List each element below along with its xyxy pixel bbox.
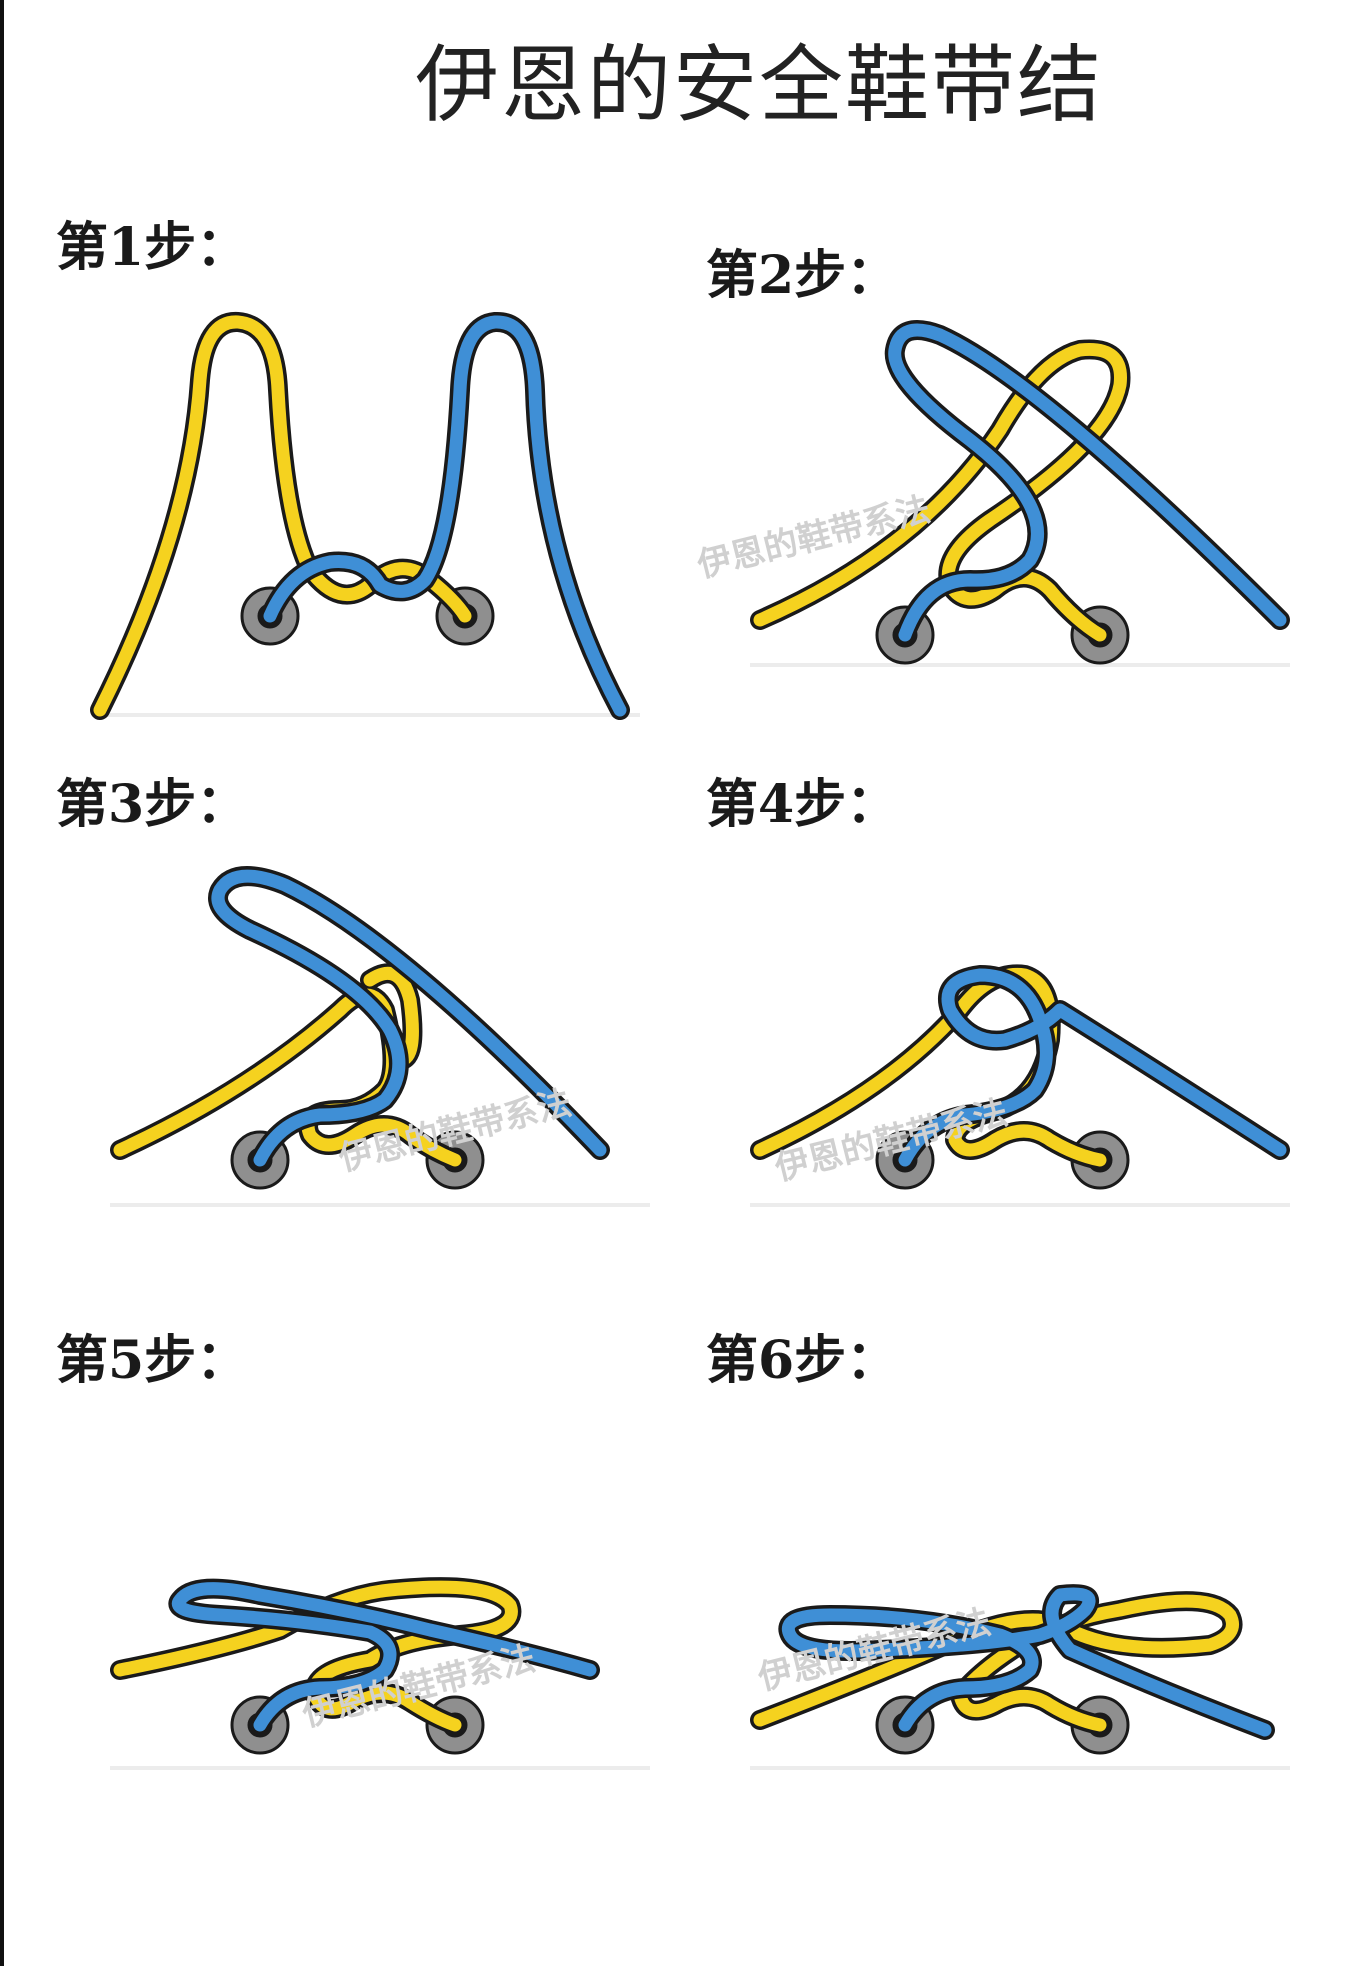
step-2-label: 第2步：	[706, 245, 899, 306]
step-1-illustration	[90, 312, 640, 720]
step-6-illustration: 伊恩的鞋带系法	[750, 1584, 1290, 1770]
step-4-label: 第4步：	[706, 774, 899, 835]
step-5-label: 第5步：	[56, 1330, 249, 1391]
step-1-label: 第1步：	[56, 217, 249, 278]
step-6-label: 第6步：	[706, 1330, 899, 1391]
blue-lace	[895, 965, 1290, 1170]
blue-lace	[168, 1578, 600, 1735]
watermark: 伊恩的鞋带系法	[298, 1639, 540, 1736]
left-edge-border	[0, 0, 4, 1966]
blue-lace	[208, 866, 610, 1170]
step-3-label: 第3步：	[56, 774, 249, 835]
step-2-illustration: 伊恩的鞋带系法	[693, 320, 1290, 667]
page-title: 伊恩的安全鞋带结	[414, 36, 1103, 134]
yellow-lace	[90, 312, 475, 720]
blue-lace	[884, 320, 1290, 645]
step-4-illustration: 伊恩的鞋带系法	[750, 964, 1290, 1207]
blue-lace	[778, 1584, 1275, 1740]
step-3-illustration: 伊恩的鞋带系法	[110, 866, 650, 1207]
blue-lace	[260, 312, 630, 720]
step-5-illustration: 伊恩的鞋带系法	[110, 1577, 650, 1770]
